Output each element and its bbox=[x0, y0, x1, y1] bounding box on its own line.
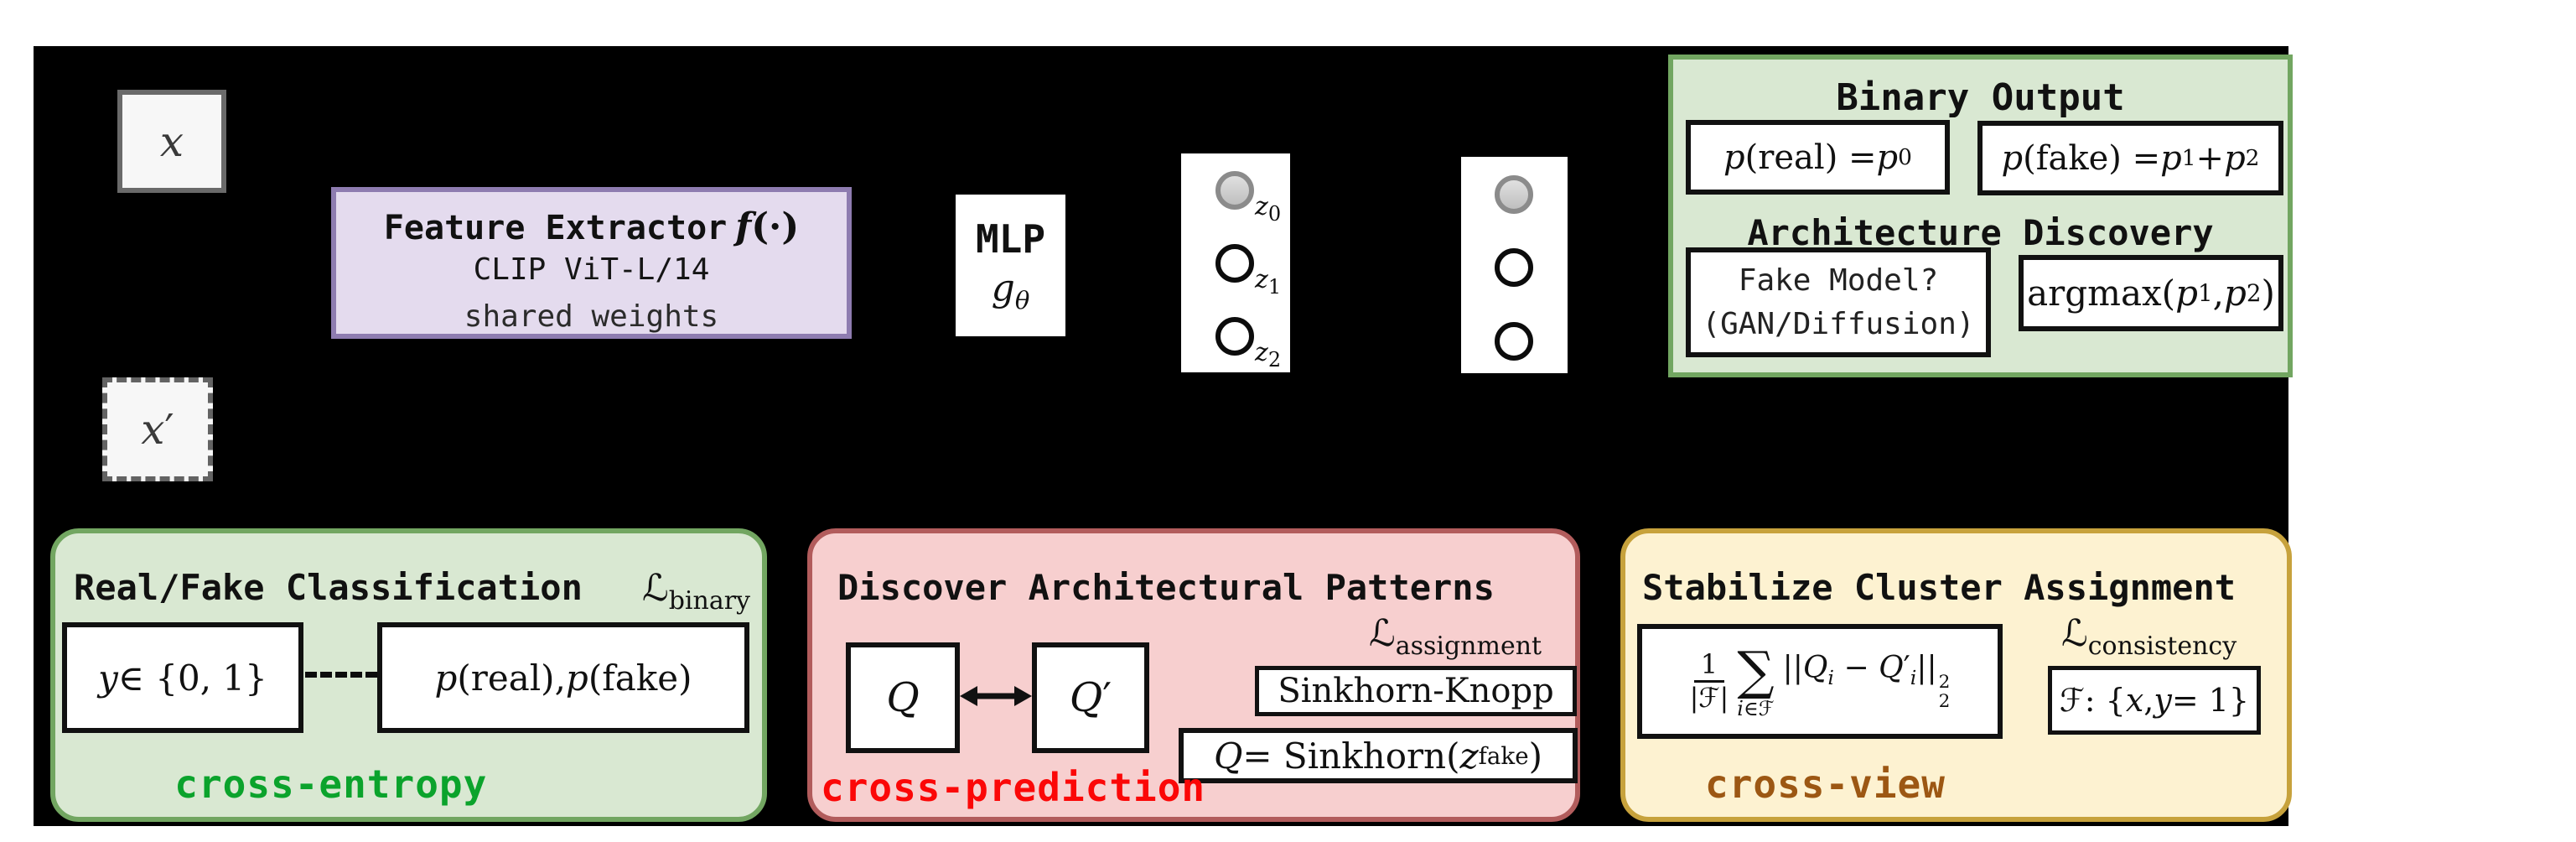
fraction-denominator: |ℱ| bbox=[1689, 682, 1729, 714]
mlp-gtheta: gθ bbox=[991, 267, 1030, 314]
neuron-z2 bbox=[1215, 317, 1254, 356]
label-z0: z0 bbox=[1255, 192, 1282, 226]
label-y-box: y ∈ {0, 1} bbox=[62, 622, 303, 733]
neuron-z2-prime bbox=[1495, 322, 1533, 361]
q-prime-box: Q′ bbox=[1032, 642, 1149, 753]
architecture-discovery-title: Architecture Discovery bbox=[1747, 212, 2214, 253]
q-box: Q bbox=[846, 642, 960, 753]
input-x-prime-node: x′ bbox=[102, 377, 213, 481]
classification-loss-panel: Real/Fake Classification ℒbinary y ∈ {0,… bbox=[50, 528, 767, 822]
patterns-title: Discover Architectural Patterns bbox=[837, 567, 1495, 608]
loss-assignment: ℒassignment bbox=[1369, 612, 1542, 661]
mlp-head-box: MLP gθ bbox=[956, 195, 1065, 336]
feature-extractor-model: CLIP ViT-L/14 bbox=[473, 252, 710, 287]
logits-panel-right bbox=[1461, 157, 1568, 373]
fake-model-line1: Fake Model? bbox=[1738, 263, 1939, 299]
label-z2: z2 bbox=[1255, 338, 1282, 372]
neuron-z1-prime bbox=[1495, 248, 1533, 287]
neuron-z0-prime bbox=[1495, 175, 1533, 214]
logits-panel-left: z0 z1 z2 bbox=[1181, 153, 1290, 372]
cross-entropy-tag: cross-entropy bbox=[174, 761, 488, 807]
binary-output-title: Binary Output bbox=[1836, 76, 2125, 119]
classification-title: Real/Fake Classification bbox=[74, 567, 583, 608]
fraction: 1 |ℱ| bbox=[1690, 649, 1729, 714]
consistency-loss-panel: Stabilize Cluster Assignment ℒconsistenc… bbox=[1620, 528, 2292, 822]
fraction-numerator: 1 bbox=[1693, 649, 1725, 683]
summation-index: i∈ℱ bbox=[1737, 696, 1775, 720]
feature-extractor-shared-weights: shared weights bbox=[464, 299, 719, 334]
fake-set-box: ℱ : {x, y = 1} bbox=[2048, 666, 2261, 735]
loss-binary: ℒbinary bbox=[642, 567, 750, 616]
dashed-connector bbox=[305, 672, 377, 678]
summation: ∑ i∈ℱ bbox=[1737, 639, 1775, 720]
label-z1: z1 bbox=[1255, 265, 1282, 299]
cross-view-tag: cross-view bbox=[1705, 761, 1946, 807]
input-x-node: x bbox=[117, 90, 226, 193]
consistency-title: Stabilize Cluster Assignment bbox=[1642, 567, 2237, 608]
neuron-z1 bbox=[1215, 244, 1254, 283]
fake-model-line2: (GAN/Diffusion) bbox=[1702, 306, 1975, 341]
fake-model-box: Fake Model? (GAN/Diffusion) bbox=[1686, 247, 1991, 357]
double-arrow-icon bbox=[960, 686, 1032, 706]
sinkhorn-knopp-box: Sinkhorn-Knopp bbox=[1255, 666, 1577, 716]
neuron-z0 bbox=[1215, 171, 1254, 210]
feature-extractor-fn: f(·) bbox=[735, 205, 800, 248]
patterns-loss-panel: Discover Architectural Patterns ℒassignm… bbox=[807, 528, 1580, 822]
prediction-box: p(real), p(fake) bbox=[377, 622, 749, 733]
loss-consistency: ℒconsistency bbox=[2061, 612, 2237, 661]
mlp-title: MLP bbox=[975, 216, 1046, 262]
sigma-symbol: ∑ bbox=[1737, 639, 1775, 701]
cross-prediction-tag: cross-prediction bbox=[821, 765, 1206, 810]
